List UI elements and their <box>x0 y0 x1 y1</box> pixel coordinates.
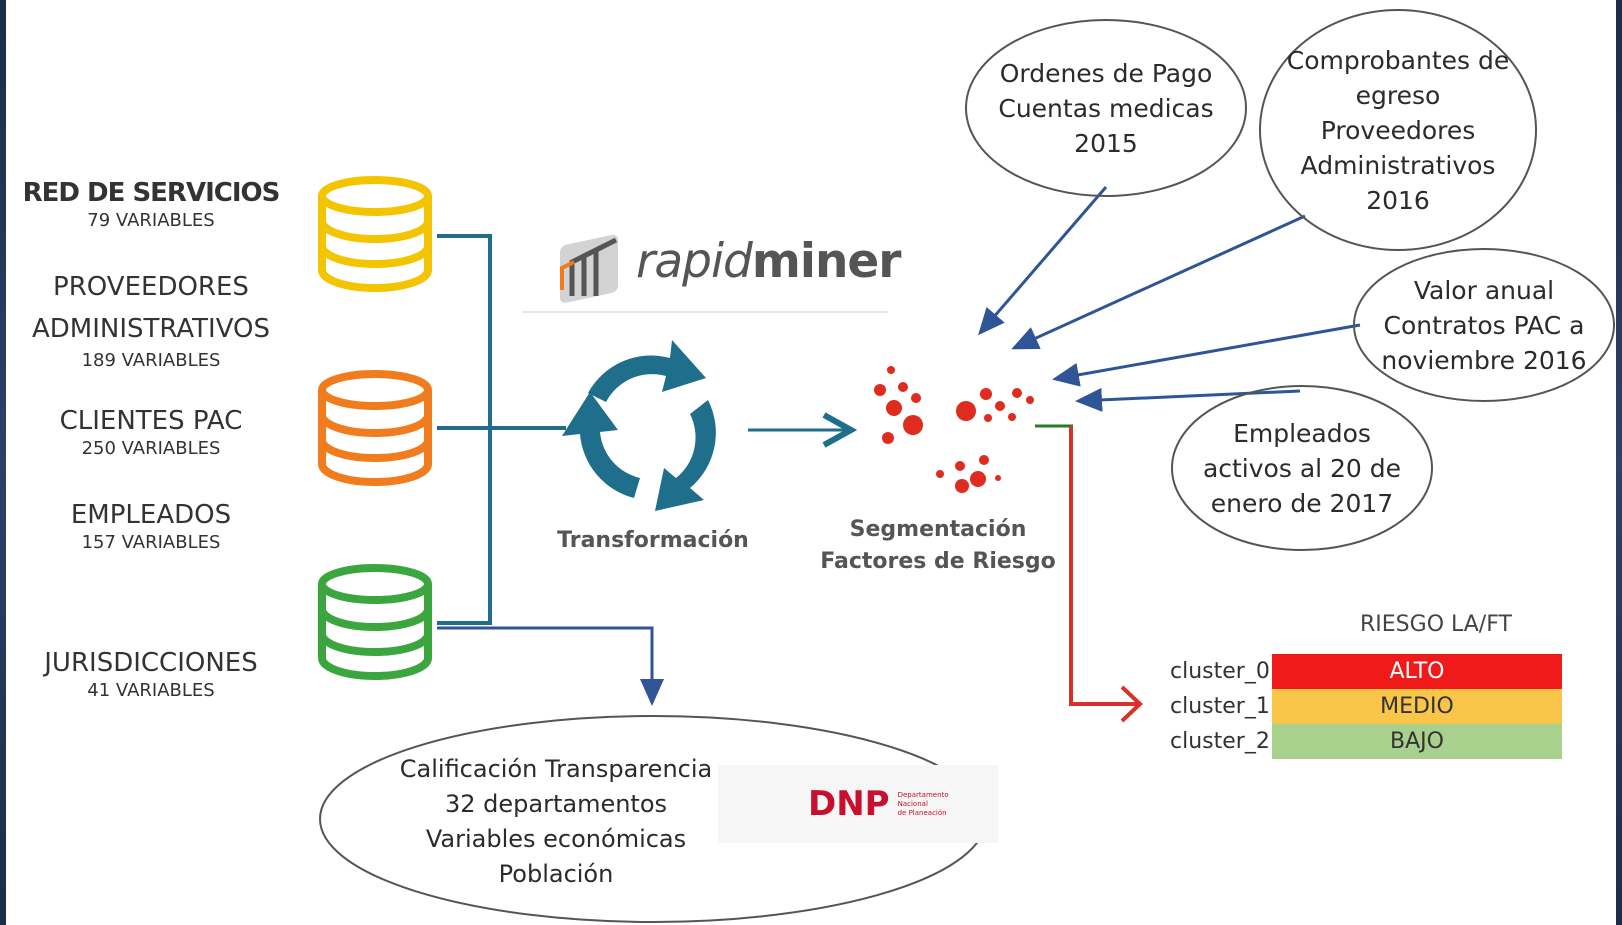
rapidminer-text-rapid: rapid <box>636 234 753 289</box>
source-title: PROVEEDORES ADMINISTRATIVOS <box>31 272 271 344</box>
bubble-ordenes-pago: Ordenes de Pago Cuentas medicas 2015 <box>966 20 1246 196</box>
bubble-text: Calificación Transparencia 32 departamen… <box>399 755 713 888</box>
source-variables: 79 VARIABLES <box>87 210 215 231</box>
rapidminer-logo-icon <box>560 234 618 303</box>
bubble-text: Ordenes de Pago Cuentas medicas 2015 <box>998 58 1214 158</box>
risk-level-bajo: BAJO <box>1272 724 1562 759</box>
source-variables: 157 VARIABLES <box>81 532 221 553</box>
source-variables: 250 VARIABLES <box>81 438 221 459</box>
segment-dots <box>874 366 1034 493</box>
bubble-empleados: Empleados activos al 20 de enero de 2017 <box>1172 386 1432 550</box>
risk-row: cluster_2 BAJO <box>1170 724 1562 759</box>
database-green-icon <box>318 564 432 680</box>
risk-level-medio: MEDIO <box>1272 689 1562 724</box>
source-title: JURISDICCIONES <box>44 648 258 678</box>
bubble-text: Valor anual Contratos PAC a noviembre 20… <box>1381 275 1587 375</box>
risk-row: cluster_1 MEDIO <box>1170 689 1562 724</box>
rapidminer-text-miner: miner <box>751 234 902 289</box>
dnp-acronym: DNP <box>808 784 890 824</box>
bubble-calificacion: Calificación Transparencia 32 departamen… <box>380 740 732 904</box>
rapidminer-logo: rapidminer <box>636 234 902 289</box>
source-title: EMPLEADOS <box>70 500 232 530</box>
risk-cluster: cluster_1 <box>1170 694 1270 719</box>
bubble-text: Empleados activos al 20 de enero de 2017 <box>1202 418 1402 518</box>
risk-cluster: cluster_2 <box>1170 729 1270 754</box>
bubble-text: Comprobantes de egreso Proveedores Admin… <box>1286 45 1510 215</box>
transform-label: Transformación <box>557 528 749 553</box>
source-clientes-pac: CLIENTES PAC 250 VARIABLES <box>6 404 296 459</box>
dnp-line3: de Planeación <box>897 808 947 817</box>
dnp-logo: DNP Departamento Nacional de Planeación <box>718 765 998 843</box>
source-title: RED DE SERVICIOS <box>22 178 281 208</box>
bubble-comprobantes: Comprobantes de egreso Proveedores Admin… <box>1260 10 1536 250</box>
risk-level-alto: ALTO <box>1272 654 1562 689</box>
database-orange-icon <box>318 370 432 486</box>
dnp-line2: Nacional <box>897 799 928 808</box>
source-variables: 41 VARIABLES <box>87 680 215 701</box>
left-border <box>0 0 6 925</box>
segmentation-label: Segmentación Factores de Riesgo <box>820 517 1056 574</box>
source-red-de-servicios: RED DE SERVICIOS 79 VARIABLES <box>6 176 296 231</box>
transform-cycle-icon <box>562 340 716 511</box>
source-empleados: EMPLEADOS 157 VARIABLES <box>6 498 296 553</box>
right-border <box>1616 0 1622 925</box>
database-yellow-icon <box>318 176 432 292</box>
source-variables: 189 VARIABLES <box>81 350 221 371</box>
risk-title: RIESGO LA/FT <box>1360 612 1512 637</box>
dnp-line1: Departamento <box>897 790 949 799</box>
source-proveedores: PROVEEDORES ADMINISTRATIVOS 189 VARIABLE… <box>6 266 296 371</box>
risk-cluster: cluster_0 <box>1170 659 1270 684</box>
source-title: CLIENTES PAC <box>59 406 243 436</box>
bubble-valor-anual: Valor anual Contratos PAC a noviembre 20… <box>1354 249 1614 401</box>
source-jurisdicciones: JURISDICCIONES 41 VARIABLES <box>6 646 296 701</box>
risk-row: cluster_0 ALTO <box>1170 654 1562 689</box>
